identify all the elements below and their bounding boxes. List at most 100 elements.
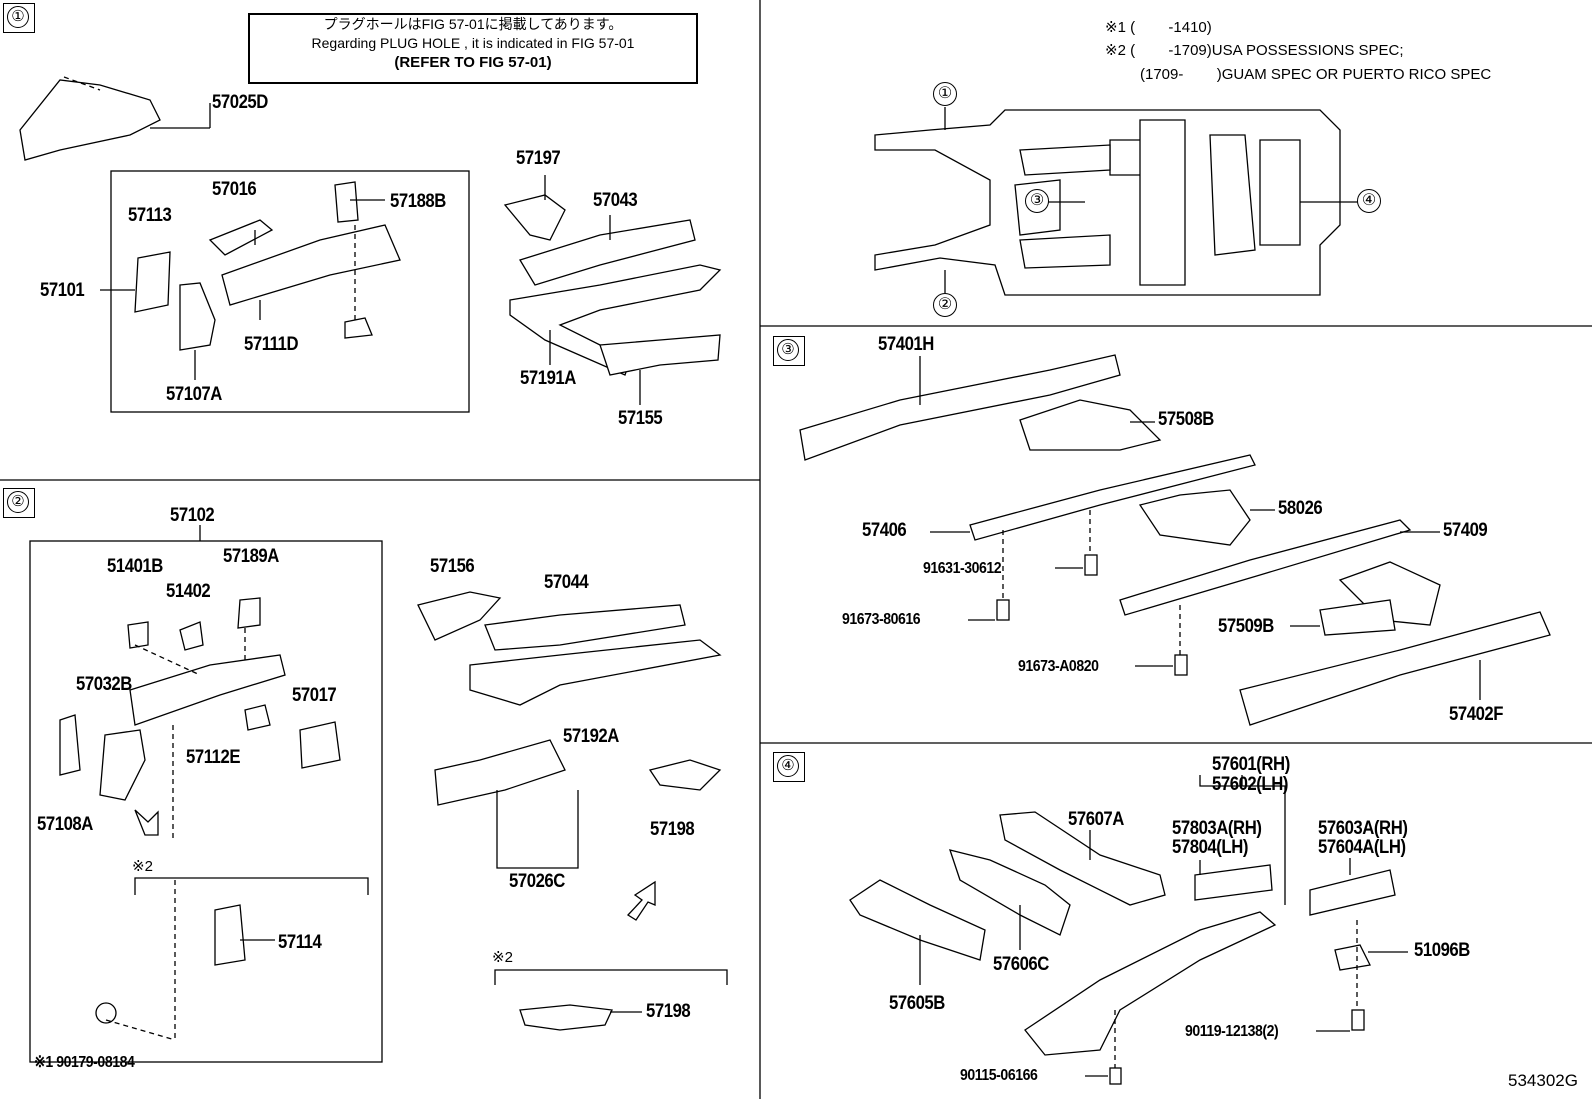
part-57189A	[237, 597, 261, 629]
label-57804-lh[interactable]: 57804(LH)	[1172, 837, 1248, 858]
part-57044	[484, 604, 686, 651]
label-57401H[interactable]: 57401H	[878, 334, 934, 355]
label-57101[interactable]: 57101	[40, 280, 85, 301]
part-57114	[214, 904, 246, 966]
part-57191A	[509, 264, 722, 376]
part-57198-b	[519, 1004, 613, 1031]
label-90179-08184[interactable]: ※1 90179-08184	[34, 1054, 135, 1071]
section-marker-2: ②	[3, 488, 35, 518]
label-57114[interactable]: 57114	[278, 932, 322, 953]
label-57603A-rh[interactable]: 57603A(RH)	[1318, 818, 1408, 839]
part-57025D	[19, 79, 161, 161]
label-57191A[interactable]: 57191A	[520, 368, 576, 389]
label-57102[interactable]: 57102	[170, 505, 215, 526]
part-57016	[208, 219, 274, 256]
label-57192A[interactable]: 57192A	[563, 726, 619, 747]
label-57406[interactable]: 57406	[862, 520, 907, 541]
label-57189A[interactable]: 57189A	[223, 546, 279, 567]
part-51402	[179, 621, 204, 651]
label-57155[interactable]: 57155	[618, 408, 663, 429]
label-57016[interactable]: 57016	[212, 179, 257, 200]
label-57113[interactable]: 57113	[128, 205, 172, 226]
part-57401H	[799, 354, 1121, 461]
label-57508B[interactable]: 57508B	[1158, 409, 1214, 430]
part-57107A	[179, 282, 216, 351]
label-91631-30612[interactable]: 91631-30612	[923, 560, 1002, 577]
part-57032B	[99, 729, 146, 801]
label-57602-lh[interactable]: 57602(LH)	[1212, 774, 1288, 795]
part-57508B	[1019, 399, 1162, 451]
overview-callout-4: ④	[1357, 189, 1381, 213]
part-57409	[1119, 519, 1412, 616]
overview-callout-3: ③	[1025, 189, 1049, 213]
label-57197[interactable]: 57197	[516, 148, 561, 169]
label-90115-06166[interactable]: 90115-06166	[960, 1067, 1038, 1084]
label-57032B[interactable]: 57032B	[76, 674, 132, 695]
label-91673-A0820[interactable]: 91673-A0820	[1018, 658, 1099, 675]
label-57198-lower[interactable]: 57198	[646, 1001, 691, 1022]
part-57192A	[469, 639, 722, 706]
label-57107A[interactable]: 57107A	[166, 384, 222, 405]
part-57026C	[434, 739, 566, 806]
label-57026C[interactable]: 57026C	[509, 871, 565, 892]
section-marker-4: ④	[773, 752, 805, 782]
part-57406	[969, 454, 1256, 541]
spec-note-1: ※1 ( -1410)	[1105, 19, 1212, 36]
section-marker-1: ①	[3, 3, 35, 33]
label-57606C[interactable]: 57606C	[993, 954, 1049, 975]
part-57113	[134, 251, 171, 313]
overview-callout-1: ①	[933, 82, 957, 106]
part-57607A	[999, 811, 1166, 906]
part-57606C	[949, 849, 1071, 936]
note-reference: (REFER TO FIG 57-01)	[394, 54, 552, 71]
label-57156[interactable]: 57156	[430, 556, 475, 577]
label-91673-80616[interactable]: 91673-80616	[842, 611, 921, 628]
part-57156	[417, 591, 502, 641]
plug-hole-note: プラグホールはFIG 57-01に掲載してあります。 Regarding PLU…	[248, 13, 698, 84]
spec-mark-2-right: ※2	[492, 949, 513, 966]
part-57605B	[849, 879, 986, 961]
label-57601-rh[interactable]: 57601(RH)	[1212, 754, 1290, 775]
part-90179-08184	[95, 1002, 117, 1024]
label-57604A-lh[interactable]: 57604A(LH)	[1318, 837, 1406, 858]
part-57402F	[1239, 611, 1551, 726]
part-51401B	[127, 621, 149, 649]
part-57112E	[129, 654, 286, 726]
part-57017	[299, 721, 341, 769]
label-57409[interactable]: 57409	[1443, 520, 1488, 541]
spec-note-3: (1709- )GUAM SPEC OR PUERTO RICO SPEC	[1140, 66, 1492, 83]
spec2-bracket-2	[494, 969, 728, 985]
label-57017[interactable]: 57017	[292, 685, 337, 706]
label-57112E[interactable]: 57112E	[186, 747, 241, 768]
part-57198-a	[648, 759, 722, 791]
figure-code: 534302G	[1508, 1071, 1578, 1090]
label-57108A[interactable]: 57108A	[37, 814, 93, 835]
frame-overview	[874, 109, 1341, 296]
label-57044[interactable]: 57044	[544, 572, 589, 593]
label-51096B[interactable]: 51096B	[1414, 940, 1470, 961]
view-arrow-2	[626, 880, 656, 921]
label-57402F[interactable]: 57402F	[1449, 704, 1504, 725]
label-58026[interactable]: 58026	[1278, 498, 1323, 519]
part-57803A	[1194, 864, 1273, 901]
label-57803A-rh[interactable]: 57803A(RH)	[1172, 818, 1262, 839]
part-57601-rear-frame	[1024, 911, 1277, 1056]
part-51096B	[1334, 944, 1371, 971]
label-57111D[interactable]: 57111D	[244, 334, 299, 355]
label-51402[interactable]: 51402	[166, 581, 211, 602]
label-57509B[interactable]: 57509B	[1218, 616, 1274, 637]
label-51401B[interactable]: 51401B	[107, 556, 163, 577]
label-90119-12138[interactable]: 90119-12138(2)	[1185, 1023, 1279, 1040]
label-57607A[interactable]: 57607A	[1068, 809, 1124, 830]
part-57043	[519, 219, 696, 286]
spec2-bracket-1	[134, 877, 369, 895]
group-box-57102	[29, 540, 383, 1063]
label-57025D[interactable]: 57025D	[212, 92, 268, 113]
label-57043[interactable]: 57043	[593, 190, 638, 211]
label-57188B[interactable]: 57188B	[390, 191, 446, 212]
spec-mark-2-left: ※2	[132, 858, 153, 875]
label-57198-upper[interactable]: 57198	[650, 819, 695, 840]
part-58026	[1138, 489, 1251, 546]
label-57605B[interactable]: 57605B	[889, 993, 945, 1014]
